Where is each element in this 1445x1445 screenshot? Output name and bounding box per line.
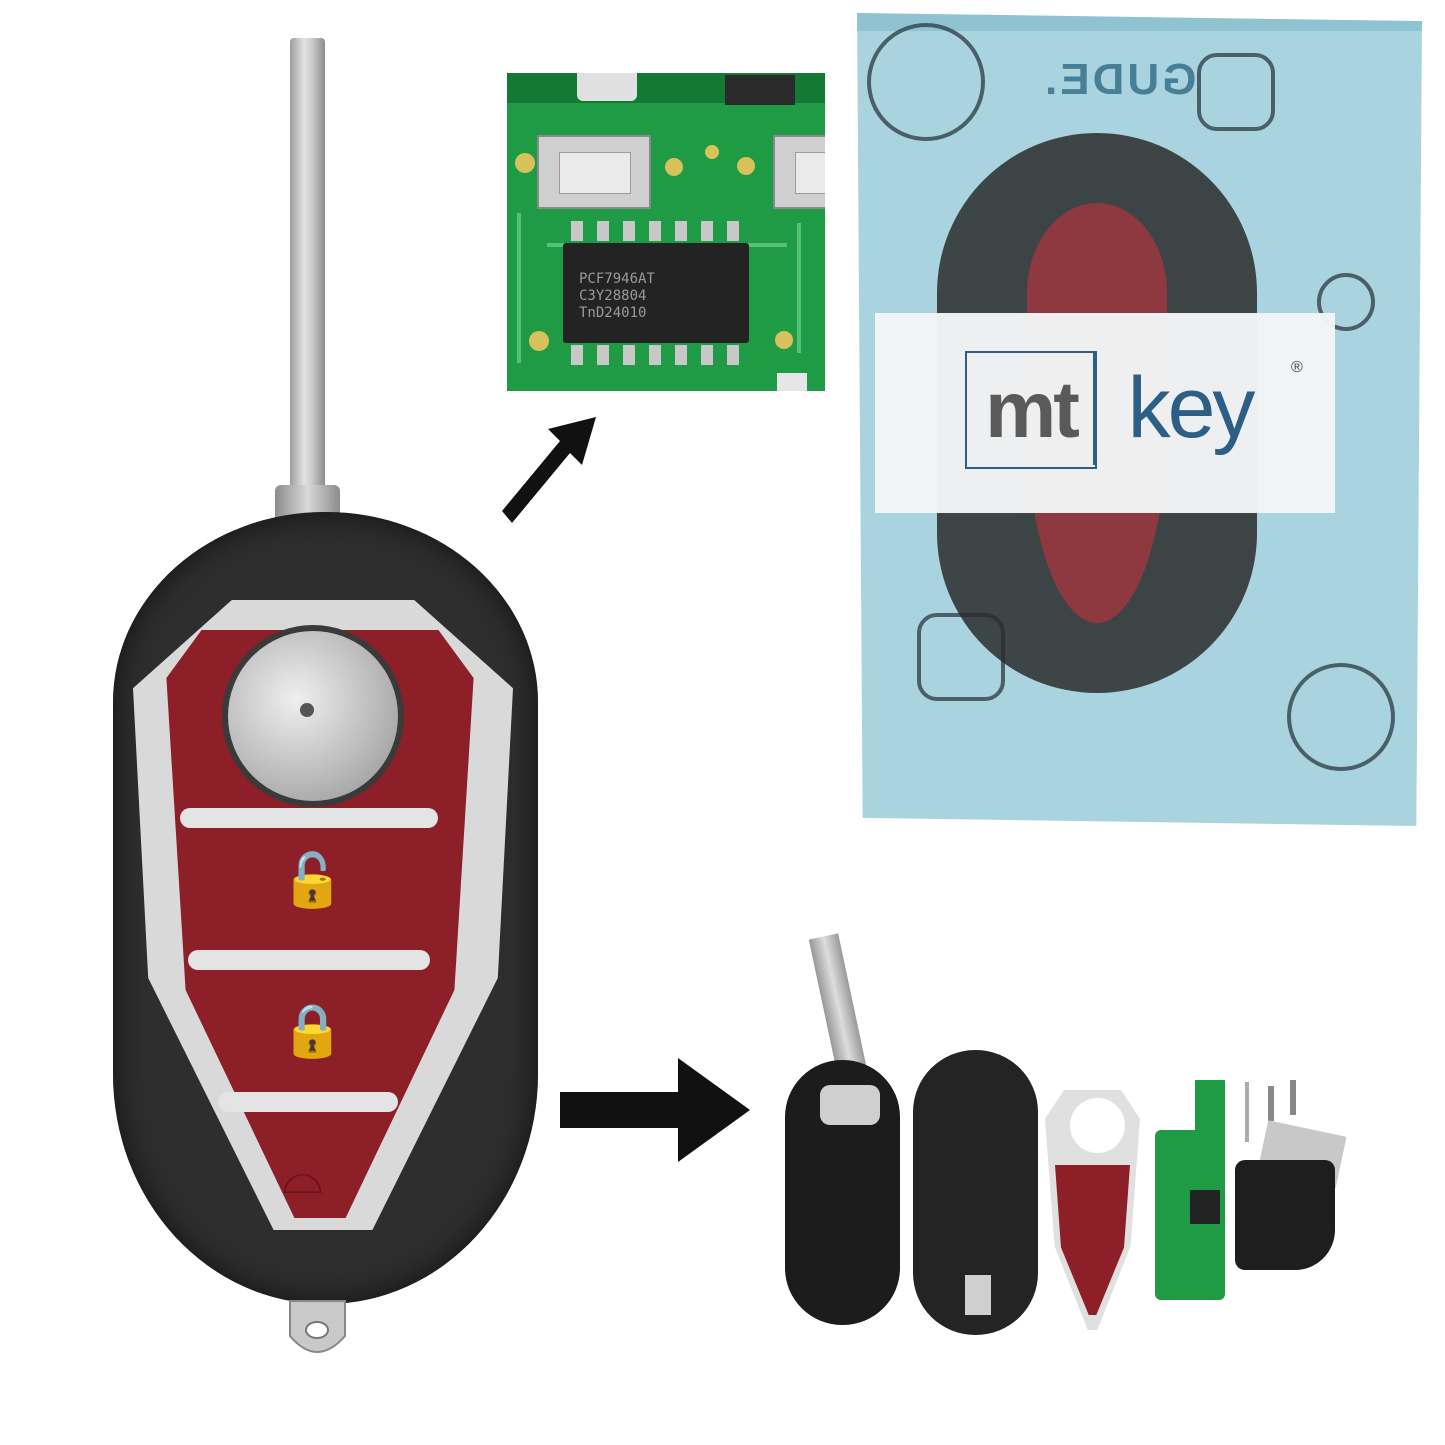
part-battery-cover (1235, 1160, 1335, 1270)
pcb-tact-switch-left (537, 135, 651, 209)
lock-icon: 🔒 (280, 1001, 345, 1061)
pcb-pad (665, 158, 683, 176)
part-spring (1245, 1082, 1249, 1142)
part-screw (1290, 1080, 1296, 1115)
part-screw (1268, 1086, 1274, 1121)
part-blade-hinge (820, 1085, 880, 1125)
pcb-tact-switch-right (773, 135, 825, 209)
lightning-icon (1287, 663, 1395, 771)
logo-key: key (1093, 351, 1285, 465)
part-pcb-chip (1190, 1190, 1220, 1224)
battery-coin-cell (222, 625, 404, 807)
part-key-blade (808, 933, 868, 1077)
unlock-icon: 🔓 (280, 851, 345, 911)
trunk-button[interactable]: ⌓ (262, 1146, 358, 1210)
button-divider (188, 950, 430, 970)
pcb-crystal (577, 73, 637, 101)
pcb-trace (517, 213, 521, 363)
part-pcb-antenna (1195, 1080, 1225, 1140)
bag-label-band (875, 313, 1335, 513)
chip-marking: PCF7946AT C3Y28804 TnD24010 (579, 271, 655, 322)
part-rubber-pad (1055, 1165, 1130, 1315)
pcb-pad (515, 153, 535, 173)
pcb-chip-closeup: PCF7946AT C3Y28804 TnD24010 (507, 73, 825, 391)
button-divider (218, 1092, 398, 1112)
pcb-pad (737, 157, 755, 175)
packaging-bag: GUDE. mt key ® (857, 13, 1422, 826)
lightning-icon (867, 23, 985, 141)
key-ring-loop-icon (289, 1300, 346, 1353)
pcb-trace (797, 223, 801, 353)
part-housing-clip (965, 1275, 991, 1315)
chip-marking-line1: PCF7946AT (579, 271, 655, 287)
pcb-pad (705, 145, 719, 159)
car-icon (1197, 53, 1275, 131)
key-blade (290, 38, 325, 500)
arrow-up-right-icon (502, 417, 596, 523)
arrow-right-icon (560, 1058, 750, 1162)
pcb-component (725, 75, 795, 105)
bag-brand-text: GUDE. (1042, 55, 1197, 104)
lock-button[interactable]: 🔒 (270, 996, 350, 1076)
pcb-smd-part (777, 373, 807, 391)
pcb-pad (775, 331, 793, 349)
logo-mt: mt (965, 351, 1097, 469)
gear-icon (1317, 273, 1375, 331)
button-divider (180, 808, 438, 828)
trunk-icon: ⌓ (282, 1146, 324, 1206)
battery-center (300, 703, 314, 717)
chip-ic: PCF7946AT C3Y28804 TnD24010 (563, 221, 749, 365)
chip-marking-line2: C3Y28804 (579, 288, 647, 304)
pcb-pad (529, 331, 549, 351)
logo-registered-mark: ® (1291, 359, 1303, 376)
part-rubber-pad-hole (1070, 1098, 1125, 1153)
chip-marking-line3: TnD24010 (579, 305, 647, 321)
unlock-button[interactable]: 🔓 (270, 846, 350, 926)
mtkey-logo: mt key (965, 351, 1291, 469)
